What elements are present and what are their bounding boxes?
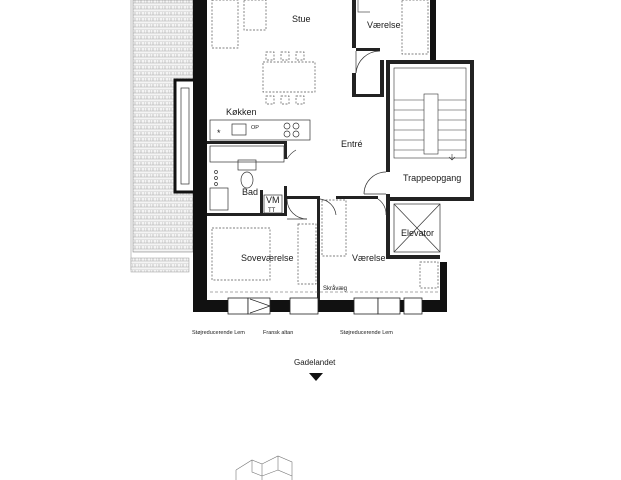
room-label-op: OP bbox=[251, 125, 259, 131]
left-bay-inner bbox=[180, 87, 190, 185]
label-left-lem: Støjreducerende Lem bbox=[192, 330, 245, 336]
room-label-bad: Bad bbox=[242, 187, 258, 197]
room-label-trappeopgang: Trappeopgang bbox=[403, 173, 461, 183]
left-bay bbox=[173, 78, 197, 194]
room-label-skraavaeg: Skråvæg bbox=[323, 285, 347, 292]
label-right-lem: Støjreducerende Lem bbox=[340, 330, 393, 336]
door-swings bbox=[286, 50, 387, 220]
french-balcony-mark bbox=[249, 298, 272, 314]
bedroom-furniture bbox=[211, 199, 439, 289]
room-label-vaerelse-top: Værelse bbox=[367, 20, 401, 30]
label-fransk-altan: Fransk altan bbox=[263, 330, 293, 336]
interior-walls bbox=[207, 0, 474, 300]
freezer-symbol: * bbox=[217, 128, 221, 138]
room-label-koekken: Køkken bbox=[226, 107, 257, 117]
neighbour-terrace-hatch bbox=[130, 257, 190, 273]
wardrobe-top-room bbox=[357, 0, 370, 13]
room-label-tt: TT bbox=[268, 208, 276, 214]
bathroom-fixtures bbox=[209, 159, 283, 214]
street-name: Gadelandet bbox=[294, 358, 336, 367]
kitchen-counter bbox=[209, 119, 311, 163]
elevator-shaft bbox=[393, 203, 441, 253]
triangle-down-icon bbox=[309, 373, 323, 381]
room-label-vaerelse-bottom: Værelse bbox=[352, 253, 386, 263]
room-label-stue: Stue bbox=[292, 14, 311, 24]
facade-windows bbox=[227, 297, 423, 315]
staircase bbox=[393, 67, 467, 161]
living-furniture bbox=[211, 0, 429, 105]
room-label-entre: Entré bbox=[341, 139, 363, 149]
building-location-icon bbox=[235, 455, 293, 480]
room-label-sovevaerelse: Soveværelse bbox=[241, 253, 294, 263]
room-label-elevator: Elevator bbox=[401, 228, 434, 238]
room-label-vm: VM bbox=[266, 195, 280, 205]
